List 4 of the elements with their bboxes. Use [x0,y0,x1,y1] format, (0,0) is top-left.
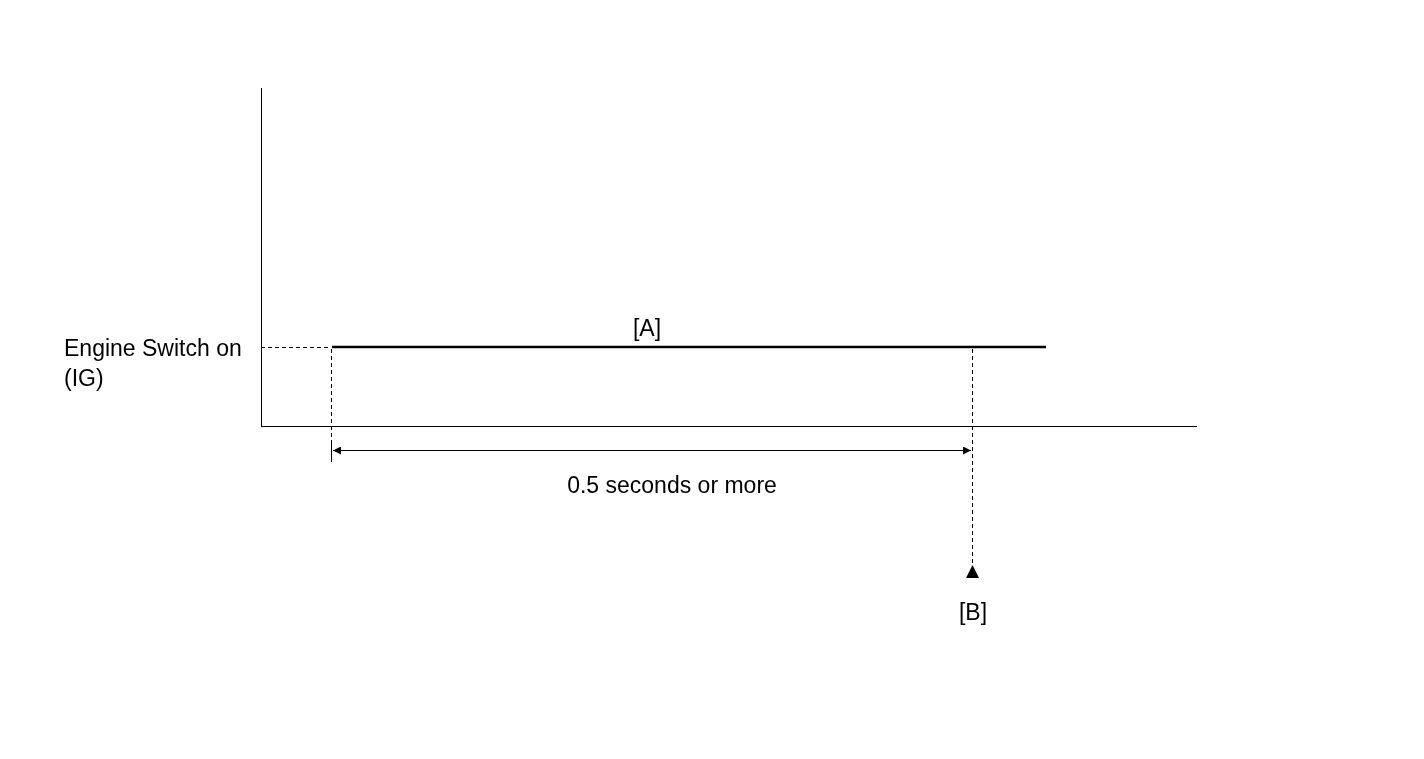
signal-name: Engine Switch on (IG) [64,334,243,393]
point-label: [B] [958,598,988,627]
point-label: [A] [632,314,662,343]
dimension-label: 0.5 seconds or more [567,471,777,500]
